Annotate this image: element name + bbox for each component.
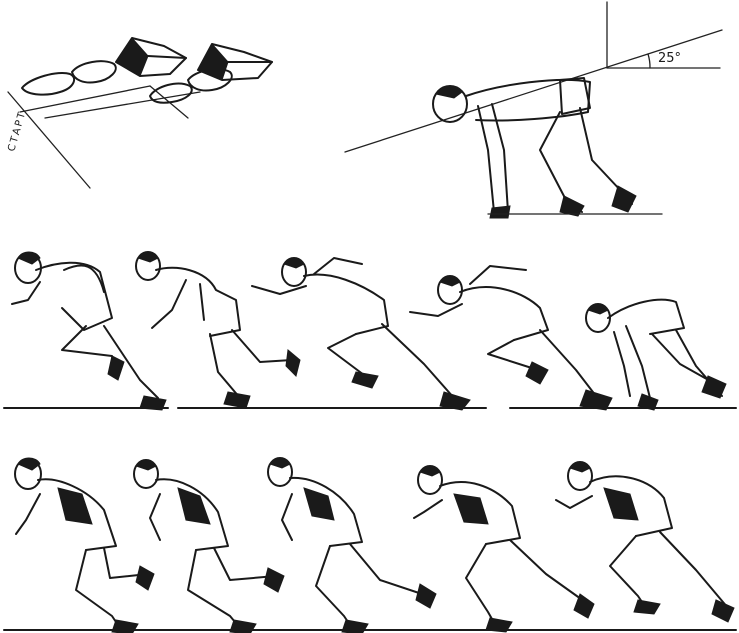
- starting-block-2: [198, 44, 272, 80]
- runner-row2-5: [586, 300, 726, 410]
- runner-row3-1: [15, 458, 154, 633]
- angle-label: 25°: [658, 51, 681, 66]
- runner-row2-2: [136, 252, 300, 408]
- starting-blocks-diagram: СТАРТ: [6, 38, 272, 188]
- runner-row3-2: [134, 460, 284, 633]
- runner-row2-1: [12, 252, 166, 410]
- runner-row2-3: [252, 258, 470, 410]
- runner-row3-4: [414, 466, 594, 632]
- runner-row3-3: [268, 458, 436, 633]
- body-axis-line: [345, 30, 722, 152]
- measure-line-1: [20, 86, 150, 112]
- runner-set-position: [433, 78, 662, 218]
- footprint-left-back: [72, 61, 116, 82]
- measure-line-2: [45, 92, 200, 118]
- starting-block-1: [116, 38, 186, 76]
- set-position-diagram: 25°: [345, 2, 722, 218]
- footprint-left-front: [22, 73, 74, 95]
- angle-arc: [648, 54, 650, 68]
- start-label: СТАРТ: [6, 109, 28, 152]
- runner-row2-4: [410, 266, 612, 410]
